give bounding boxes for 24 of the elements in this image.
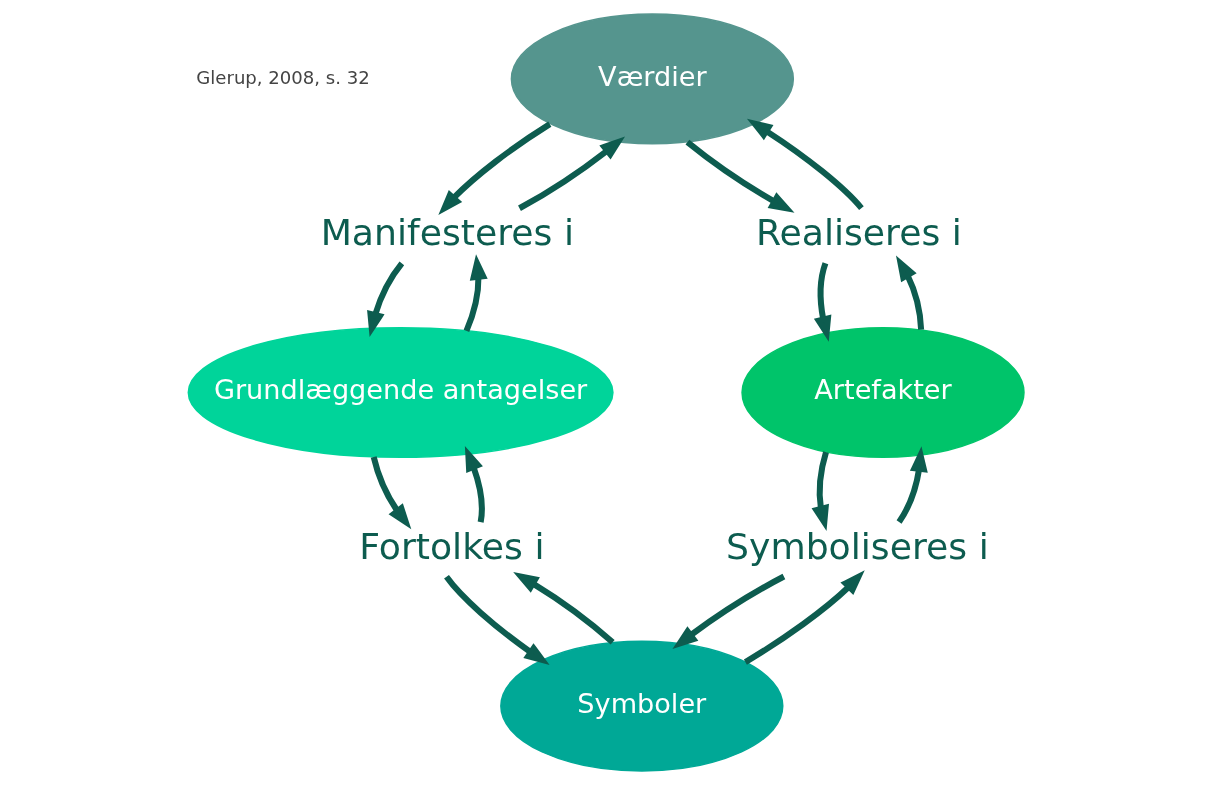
arrow [896,446,928,524]
node-text: Manifesteres i [320,211,575,255]
arrow [444,575,550,666]
arrow [811,451,829,531]
arrow [513,571,615,645]
node-ellipse: Artefakter [741,326,1025,459]
arrow [813,262,832,342]
arrow [367,261,405,338]
arrow [518,136,626,211]
arrow [746,118,864,211]
node-text: Symboliseres i [726,524,989,568]
node-ellipse: Grundlæggende antagelser [187,326,614,459]
arrow [672,573,786,650]
node-text: Realiseres i [755,211,962,255]
node-text: Fortolkes i [359,524,545,568]
arrow [896,255,925,330]
arrow [370,456,412,530]
arrow [685,139,795,213]
arrow [464,445,485,523]
node-ellipse: Værdier [510,13,795,145]
arrow [438,121,552,216]
arrow [743,570,865,665]
arrow [463,254,488,332]
label: Glerup, 2008, s. 32 [196,66,370,88]
